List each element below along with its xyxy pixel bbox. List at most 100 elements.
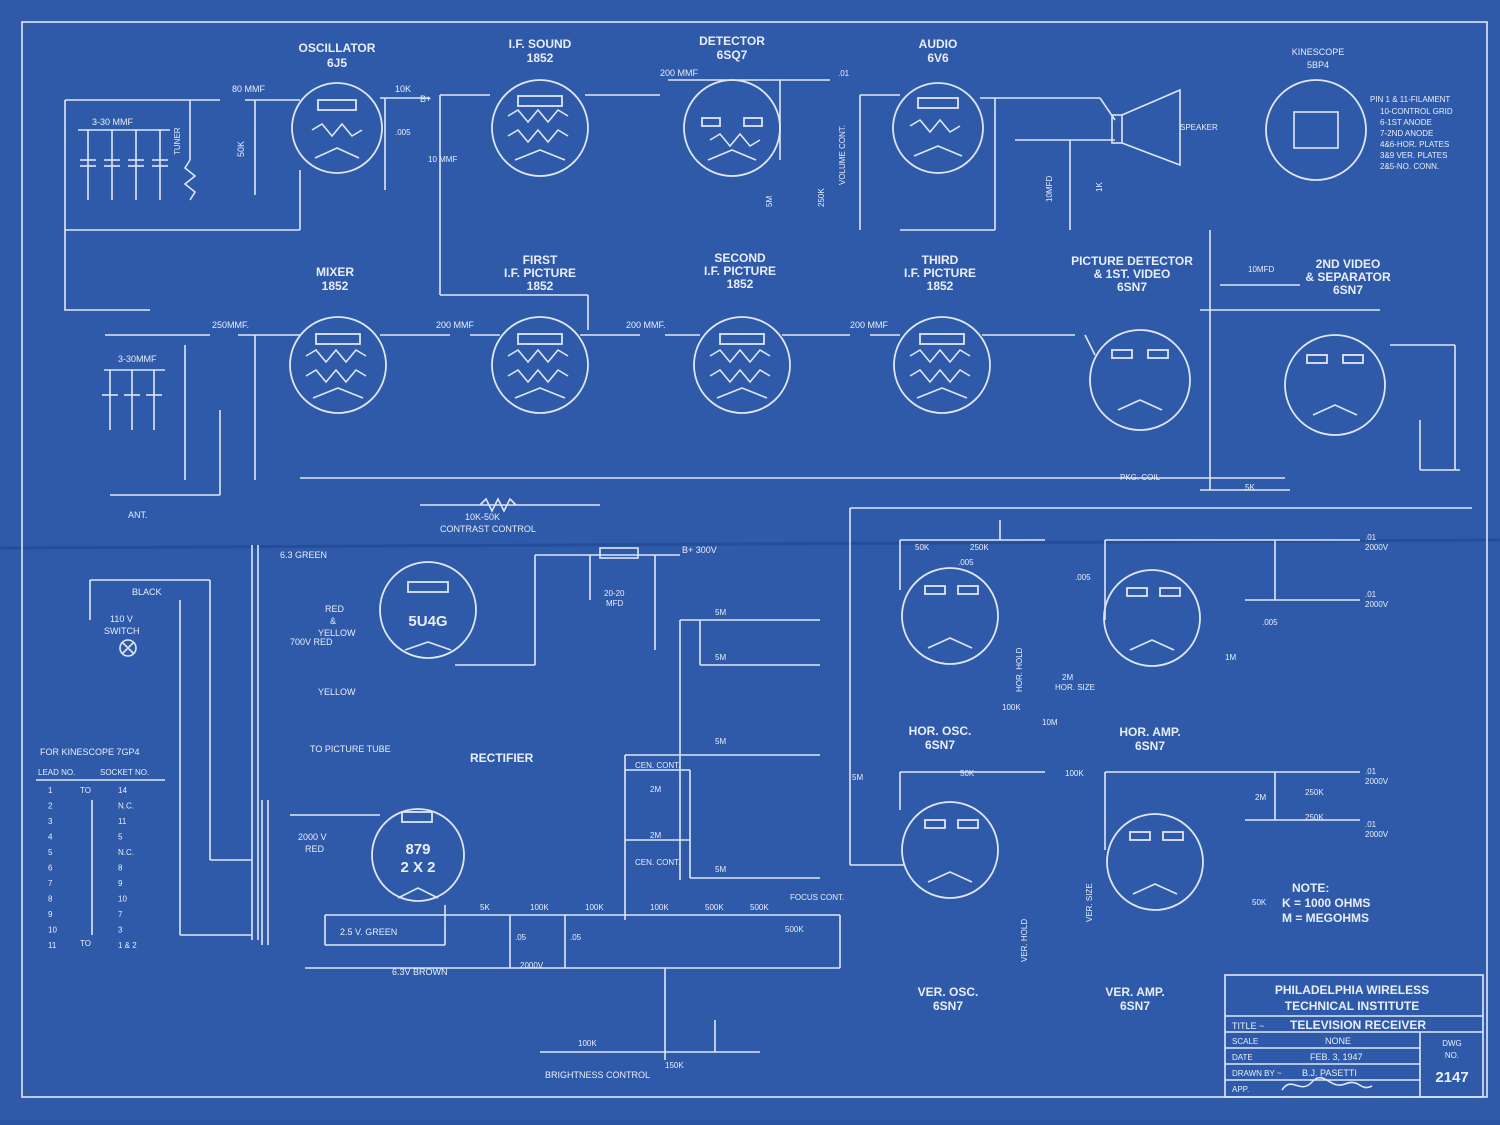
socket-number: 5: [118, 833, 123, 842]
winding-label: 700V RED: [290, 637, 333, 647]
winding-label: TO PICTURE TUBE: [310, 744, 391, 754]
tube-title: FIRST: [523, 253, 558, 267]
cap-value: 10MFD: [1045, 176, 1054, 202]
cap-value: .01: [1365, 820, 1377, 829]
lead-number: 5: [48, 848, 53, 857]
note-title: NOTE:: [1292, 881, 1329, 895]
tube-title: VER. OSC.: [918, 985, 979, 999]
trimmer-value: 3-30MMF: [118, 354, 157, 364]
resistor-value: 100K: [530, 903, 549, 912]
tube-second-video: 2ND VIDEO & SEPARATOR 6SN7: [1284, 257, 1391, 436]
cap-value: 10MFD: [1248, 265, 1274, 274]
resistor-value: 50K: [960, 769, 975, 778]
note-line: M = MEGOHMS: [1282, 911, 1369, 925]
winding-label: RED: [305, 844, 325, 854]
cap-value: .05: [515, 933, 527, 942]
tube-hor-osc: HOR. OSC. 6SN7: [901, 567, 999, 752]
tube-filament: [514, 149, 566, 161]
scale-label: SCALE: [1232, 1037, 1258, 1046]
switch-label: 110 V: [110, 614, 133, 624]
pot-value: 2M: [650, 785, 661, 794]
resistor-value: 50K: [915, 543, 930, 552]
tube-audio: AUDIO 6V6: [892, 37, 984, 174]
drawing-border: [21, 21, 1488, 1098]
lead-number: 1: [48, 786, 53, 795]
tube-title: DETECTOR: [699, 34, 765, 48]
tube-envelope: [892, 82, 984, 174]
tube-title: THIRD: [922, 253, 959, 267]
antenna-label: ANT.: [128, 510, 148, 520]
tube-subtitle: & SEPARATOR: [1305, 270, 1391, 284]
sweep-wiring: [849, 507, 1472, 866]
tube-plate: [317, 99, 357, 111]
tube-subtitle: I.F. PICTURE: [704, 264, 776, 278]
control-label: VER. HOLD: [1020, 919, 1029, 962]
tube-if-sound: I.F. SOUND 1852: [491, 37, 589, 177]
speaker-cone: [1121, 88, 1181, 167]
paper-fold: [0, 538, 1500, 550]
tube-title: HOR. OSC.: [909, 724, 972, 738]
filter-unit: MFD: [606, 599, 624, 608]
pot-value: 250K: [1305, 813, 1324, 822]
tube-type: 6SN7: [925, 738, 955, 752]
resistor-value: 100K: [1002, 703, 1021, 712]
tube-subtitle: & 1ST. VIDEO: [1094, 267, 1171, 281]
resistor-value: 2M: [1255, 793, 1266, 802]
bplus-label: B+ 300V: [682, 545, 717, 555]
drawn-value: B.J. PASETTI: [1302, 1068, 1357, 1078]
tube-type: 6SN7: [933, 999, 963, 1013]
control-label: VER. SIZE: [1085, 883, 1094, 922]
pot-value: 2M: [650, 831, 661, 840]
socket-number: 7: [118, 910, 123, 919]
switch-lamp-icon: [119, 639, 137, 657]
cap-value: 10 MMF: [428, 155, 457, 164]
tube-third-if: THIRD I.F. PICTURE 1852: [893, 253, 991, 414]
dwg-label: DWG: [1442, 1039, 1462, 1048]
tube-title: AUDIO: [919, 37, 958, 51]
drawn-label: DRAWN BY ~: [1232, 1069, 1282, 1078]
cap-value: .01: [1365, 767, 1377, 776]
tube-subtitle: I.F. PICTURE: [504, 266, 576, 280]
cap-value: 250MMF.: [212, 320, 249, 330]
resistor-value: 5K: [1245, 483, 1255, 492]
resistor-value: 10M: [1042, 718, 1058, 727]
cap-value: 200 MMF: [660, 68, 699, 78]
resistor-value: 250K: [817, 188, 826, 207]
row2-wiring: [105, 230, 1460, 513]
signature-scrawl: [1281, 1076, 1373, 1091]
resistor-value: 50K: [236, 141, 246, 157]
filter-value: 20-20: [604, 589, 625, 598]
tube-ver-osc: VER. OSC. 6SN7: [901, 801, 999, 1013]
row1-wiring: [64, 79, 1181, 330]
lead-number: 2: [48, 802, 53, 811]
cap-voltage: 2000V: [1365, 600, 1389, 609]
winding-label: 6.3 GREEN: [280, 550, 327, 560]
kinescope-pin: 7-2ND ANODE: [1380, 129, 1433, 138]
lead-number: 8: [48, 895, 53, 904]
winding-label: YELLOW: [318, 687, 356, 697]
to-label: TO: [80, 939, 91, 948]
lead-number: 6: [48, 864, 53, 873]
tube-grid-2: [507, 128, 569, 144]
tube-envelope: [289, 316, 387, 414]
cap-value: .005: [395, 128, 411, 137]
tube-type: 6SN7: [1120, 999, 1150, 1013]
dwg-label-2: NO.: [1445, 1051, 1459, 1060]
pot-value: 2M: [1062, 673, 1073, 682]
title-label: TITLE ~: [1232, 1021, 1264, 1031]
resistor-value: 100K: [650, 903, 669, 912]
resistor-value: 5M: [852, 773, 863, 782]
resistor-value: 1K: [1095, 182, 1104, 192]
rectifier-label: RECTIFIER: [470, 751, 534, 765]
winding-label: 2000 V: [298, 832, 327, 842]
pot-value: 150K: [665, 1061, 684, 1070]
to-label: TO: [80, 786, 91, 795]
hv-transformer: [180, 800, 380, 945]
socket-number: 8: [118, 864, 123, 873]
tube-plate: [517, 95, 563, 107]
socket-number: N.C.: [118, 802, 134, 811]
winding-label: 6.3V BROWN: [392, 967, 448, 977]
coil-label: PKG. COIL: [1120, 473, 1161, 482]
